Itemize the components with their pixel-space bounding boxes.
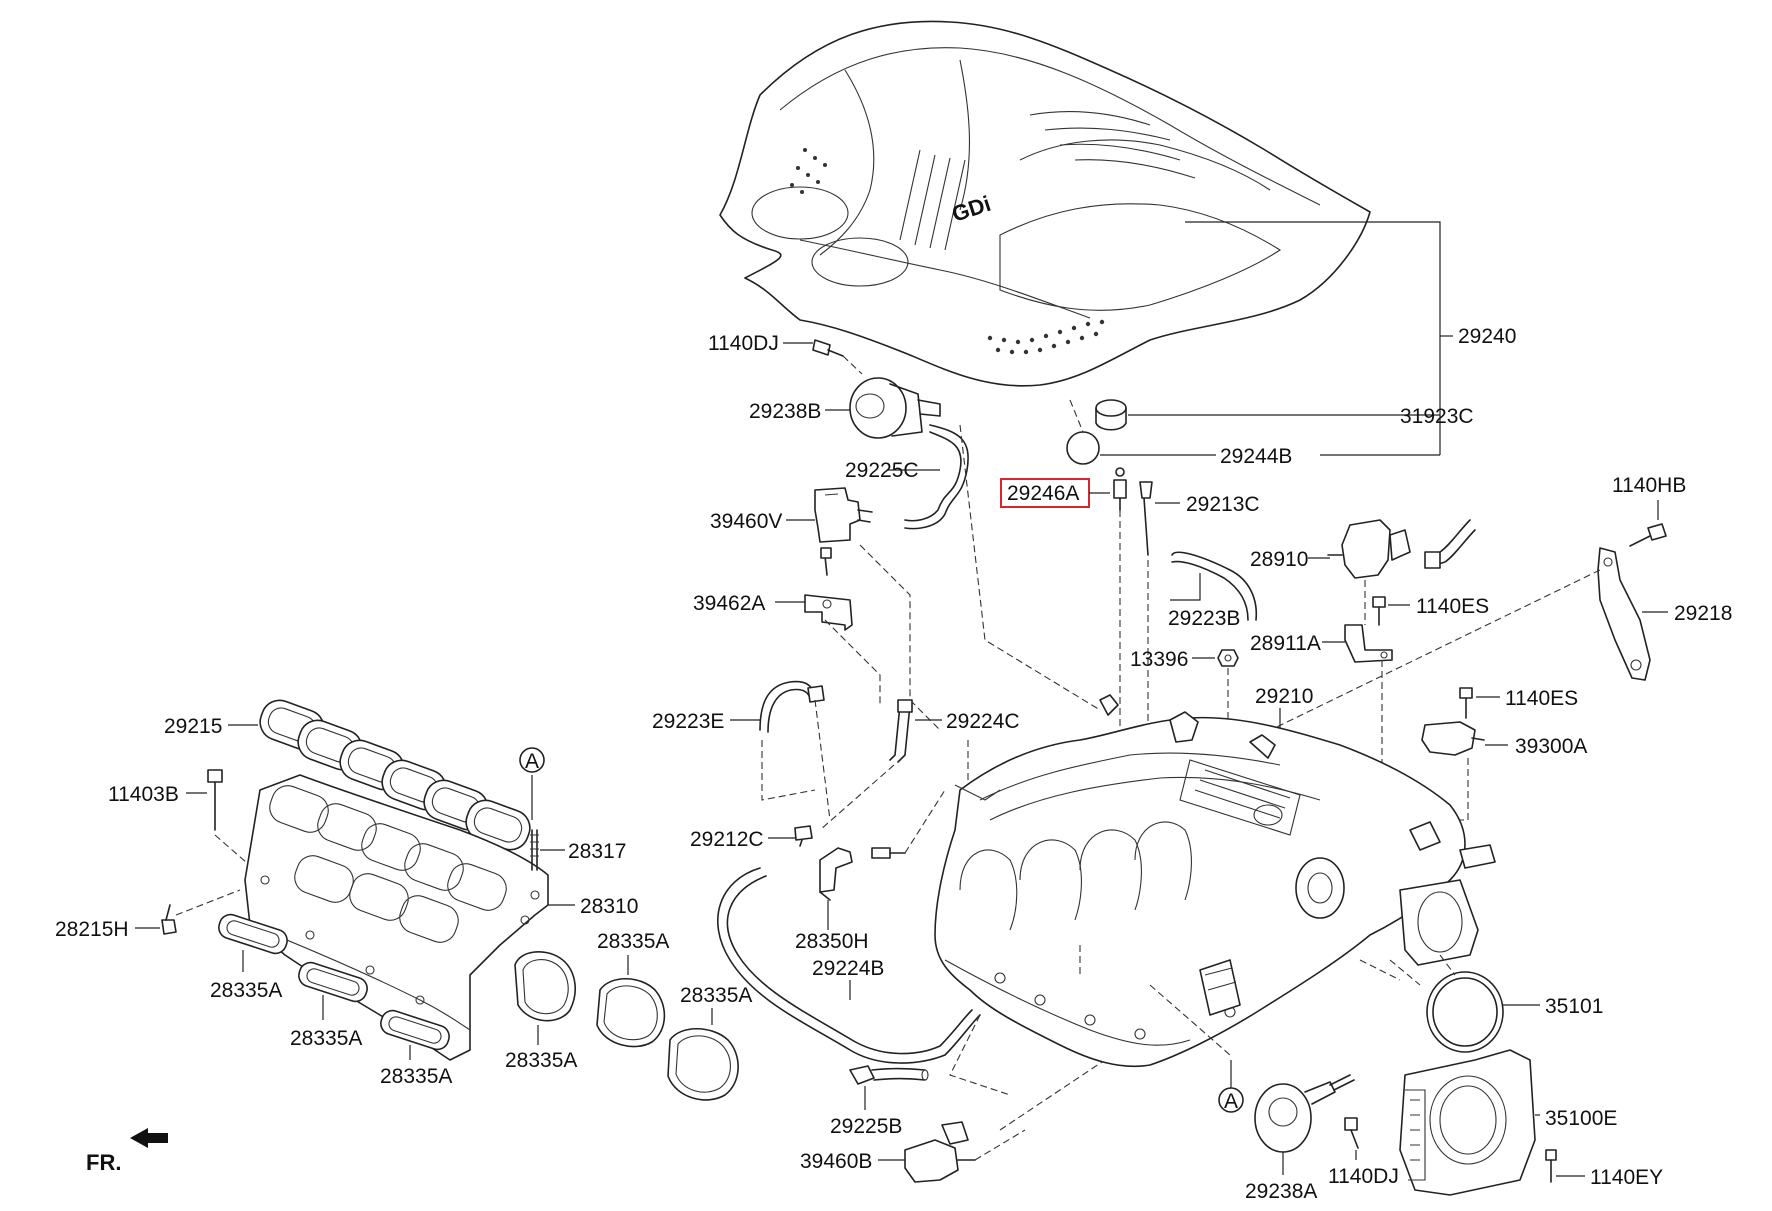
actuator-29238A[interactable] [1254,1074,1355,1153]
label-29238B[interactable]: 29238B [749,400,821,423]
grommet-29244B[interactable] [1066,431,1100,465]
throttle-body-35100E[interactable] [1399,1049,1536,1196]
actuator-29238B[interactable] [849,377,941,439]
bolt-1140EY[interactable] [1545,1149,1557,1183]
label-29223E[interactable]: 29223E [652,710,724,733]
label-28335A-1[interactable]: 28335A [210,979,282,1002]
label-39460V[interactable]: 39460V [710,510,782,533]
label-35100E[interactable]: 35100E [1545,1107,1617,1130]
lower-intake-manifold-28310[interactable] [244,774,549,1061]
gasket-set-29215[interactable] [255,695,535,854]
label-11403B[interactable]: 11403B [108,783,179,806]
sensor-39300A[interactable] [1421,721,1485,756]
label-13396[interactable]: 13396 [1130,648,1188,671]
hose-29224B[interactable] [716,867,981,1064]
label-1140ES-upper[interactable]: 1140ES [1416,595,1489,618]
label-29225B[interactable]: 29225B [830,1115,902,1138]
label-29224B[interactable]: 29224B [812,957,884,980]
svg-text:A: A [525,750,539,773]
gasket-28335A-1[interactable] [216,912,290,956]
gasket-28335A-6[interactable] [667,1028,739,1101]
label-29244B[interactable]: 29244B [1220,445,1292,468]
bolt-1140ES-upper[interactable] [1372,596,1386,626]
label-1140ES-lower[interactable]: 1140ES [1505,687,1578,710]
hose-29223E[interactable] [759,680,825,733]
gasket-28335A-2[interactable] [296,960,370,1004]
label-28335A-4[interactable]: 28335A [505,1049,577,1072]
label-39300A[interactable]: 39300A [1515,735,1587,758]
solenoid-valve-39460V[interactable] [814,487,873,543]
label-29240[interactable]: 29240 [1458,325,1516,348]
plug-28215H[interactable] [161,904,177,935]
bracket-39462A[interactable] [804,547,853,631]
reference-marker-A-bottom: A [1218,1087,1244,1113]
label-28335A-2[interactable]: 28335A [290,1027,362,1050]
label-1140HB[interactable]: 1140HB [1612,474,1686,497]
label-28310[interactable]: 28310 [580,895,638,918]
hose-29225C[interactable] [904,424,969,530]
reference-marker-A-top: A [519,747,545,773]
label-39462A[interactable]: 39462A [693,592,765,615]
bolt-29213C[interactable] [1139,481,1153,556]
bolt-1140DJ-bottom[interactable] [1344,1117,1359,1149]
label-29246A[interactable]: 29246A [1007,482,1079,505]
label-1140DJ-bottom[interactable]: 1140DJ [1328,1165,1399,1188]
solenoid-valve-39460B[interactable] [904,1121,976,1183]
bracket-29218[interactable] [1597,547,1651,681]
label-29213C[interactable]: 29213C [1186,493,1260,516]
grommet-31923C[interactable] [1095,399,1127,431]
label-29212C[interactable]: 29212C [690,828,764,851]
label-29238A[interactable]: 29238A [1245,1180,1317,1203]
front-arrow-icon [130,1128,168,1148]
hose-29225B[interactable] [849,1065,929,1085]
throttle-gasket-35101[interactable] [1399,879,1479,966]
label-28335A-6[interactable]: 28335A [680,984,752,1007]
label-28317[interactable]: 28317 [568,840,626,863]
label-28335A-3[interactable]: 28335A [380,1065,452,1088]
label-29225C[interactable]: 29225C [845,459,919,482]
label-28335A-5[interactable]: 28335A [597,930,669,953]
gasket-28335A-3[interactable] [378,1008,452,1052]
label-1140EY[interactable]: 1140EY [1590,1166,1663,1189]
bolt-29246A[interactable] [1113,467,1127,511]
label-28215H[interactable]: 28215H [55,918,129,941]
label-39460B[interactable]: 39460B [800,1150,872,1173]
label-29210[interactable]: 29210 [1255,685,1313,708]
label-1140DJ-top[interactable]: 1140DJ [708,332,779,355]
label-31923C[interactable]: 31923C [1400,405,1474,428]
engine-cover-29240[interactable]: GDi [719,20,1371,387]
label-28910[interactable]: 28910 [1250,548,1308,571]
label-28911A[interactable]: 28911A [1250,632,1321,655]
stud-28317[interactable] [530,829,539,871]
bolt-1140DJ-top[interactable] [812,339,844,357]
svg-text:FR.: FR. [86,1150,121,1175]
bolt-1140ES-lower[interactable] [1459,687,1473,719]
label-35101[interactable]: 35101 [1545,995,1603,1018]
connector-29212C[interactable] [794,825,813,847]
bolt-11403B[interactable] [207,769,223,831]
purge-valve-28910[interactable] [1327,519,1476,579]
label-29224C[interactable]: 29224C [946,710,1020,733]
gasket-35101[interactable] [1426,971,1504,1053]
label-29215[interactable]: 29215 [164,715,222,738]
bolt-1140HB[interactable] [1629,523,1667,547]
nut-13396[interactable] [1217,649,1239,667]
bracket-28911A[interactable] [1344,624,1393,663]
label-29223B[interactable]: 29223B [1168,607,1240,630]
intake-manifold-29210[interactable] [934,694,1496,1068]
front-direction-indicator: FR. [86,1128,168,1175]
gasket-28335A-5[interactable] [596,978,666,1048]
label-28350H[interactable]: 28350H [795,930,869,953]
hose-29223B[interactable] [1171,551,1258,621]
label-29218[interactable]: 29218 [1674,602,1732,625]
fitting-28350H[interactable] [819,847,906,901]
svg-text:A: A [1224,1090,1238,1113]
gasket-28335A-4[interactable] [514,951,576,1022]
hose-29224C[interactable] [889,699,913,763]
